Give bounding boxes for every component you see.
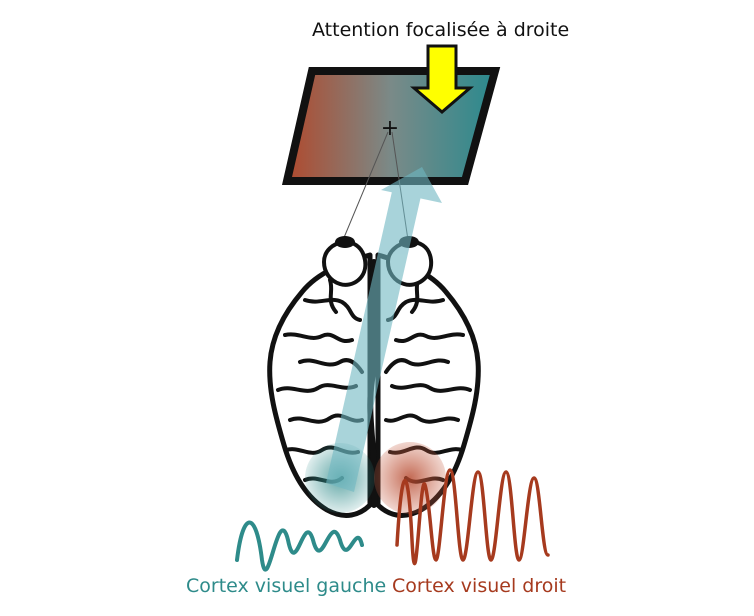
left-cortex-label: Cortex visuel gauche: [186, 575, 387, 597]
attention-label: Attention focalisée à droite: [312, 19, 570, 41]
wave-icon: [235, 520, 364, 572]
fixation-cross: +: [381, 116, 399, 141]
attention-beam-arrow: [326, 167, 442, 492]
wave-icon: [395, 468, 550, 566]
arrow-down-icon: [409, 44, 475, 114]
right-cortex-label: Cortex visuel droit: [392, 575, 567, 597]
